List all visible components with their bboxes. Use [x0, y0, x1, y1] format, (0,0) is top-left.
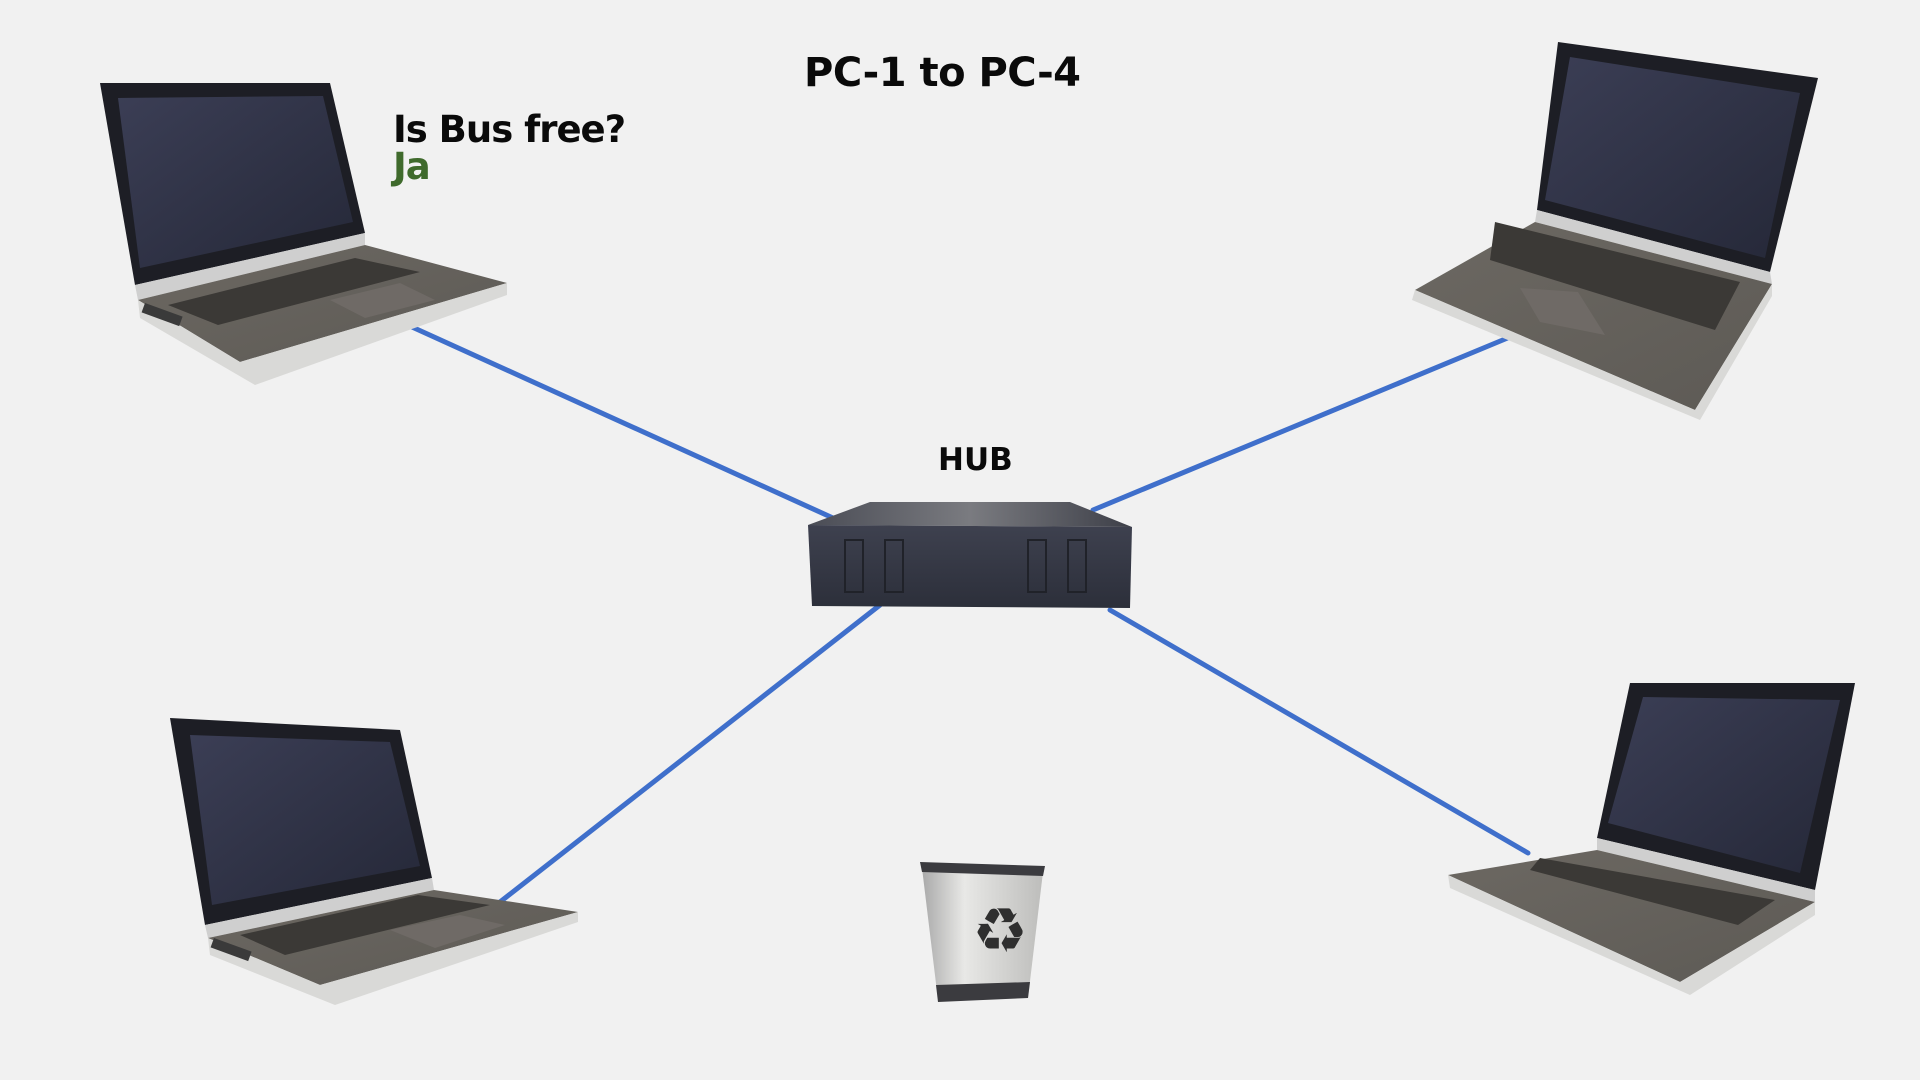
laptop-hinge [1597, 838, 1815, 902]
laptop-base-edge [1448, 875, 1815, 995]
hub-port [884, 539, 904, 593]
laptop-pc-1[interactable] [100, 83, 507, 385]
laptop-keyboard [240, 895, 490, 955]
recycle-icon: ♻ [972, 894, 1028, 967]
laptop-vent [141, 302, 183, 327]
laptop-deck [138, 245, 507, 362]
laptop-deck [1448, 850, 1815, 982]
hub-device[interactable] [808, 502, 1132, 608]
laptop-touchpad [1520, 288, 1605, 335]
cable-pc-1-hub [409, 324, 836, 521]
bus-status-question: Is Bus free? [393, 108, 626, 151]
laptop-keyboard [168, 258, 420, 325]
hub-port [1067, 539, 1087, 593]
laptop-screen [190, 735, 420, 905]
connection-cables [409, 324, 1531, 905]
laptop-screen [1608, 697, 1840, 873]
laptop-pc-4[interactable] [1448, 683, 1855, 995]
recycle-bin[interactable]: ♻ [920, 862, 1045, 1002]
laptop-pc-2[interactable] [1412, 42, 1818, 420]
laptop-hinge [135, 233, 365, 300]
laptop-vent [210, 938, 252, 962]
laptop-hinge [1535, 210, 1772, 284]
bus-status-answer: Ja [393, 145, 431, 188]
recycle-symbol: ♻ [972, 894, 1028, 967]
laptop-base-edge [138, 283, 507, 385]
bin-body [922, 868, 1043, 1000]
laptop-keyboard [1530, 858, 1775, 925]
diagram-title: PC-1 to PC-4 [804, 50, 1081, 96]
bin-rim [920, 862, 1045, 876]
bin-bottom-band [936, 982, 1030, 1002]
laptop-keyboard [1490, 222, 1740, 330]
laptop-screen [118, 96, 353, 268]
laptop-hinge [205, 878, 434, 938]
cable-pc-2-hub [1090, 334, 1513, 513]
laptop-touchpad [390, 915, 505, 948]
cable-pc-4-hub [1107, 607, 1531, 856]
hub-port [1027, 539, 1047, 593]
hub-label: HUB [938, 442, 1013, 478]
laptop-touchpad [330, 283, 435, 318]
hub-ports [844, 539, 1087, 593]
hub-front [808, 525, 1132, 608]
hub-top [808, 502, 1132, 527]
laptop-base-edge [208, 912, 578, 1005]
laptop-deck [208, 890, 578, 985]
hub-port [844, 539, 864, 593]
laptop-pc-3[interactable] [170, 718, 578, 1005]
cable-pc-3-hub [497, 602, 883, 905]
laptop-screen [1545, 57, 1800, 258]
